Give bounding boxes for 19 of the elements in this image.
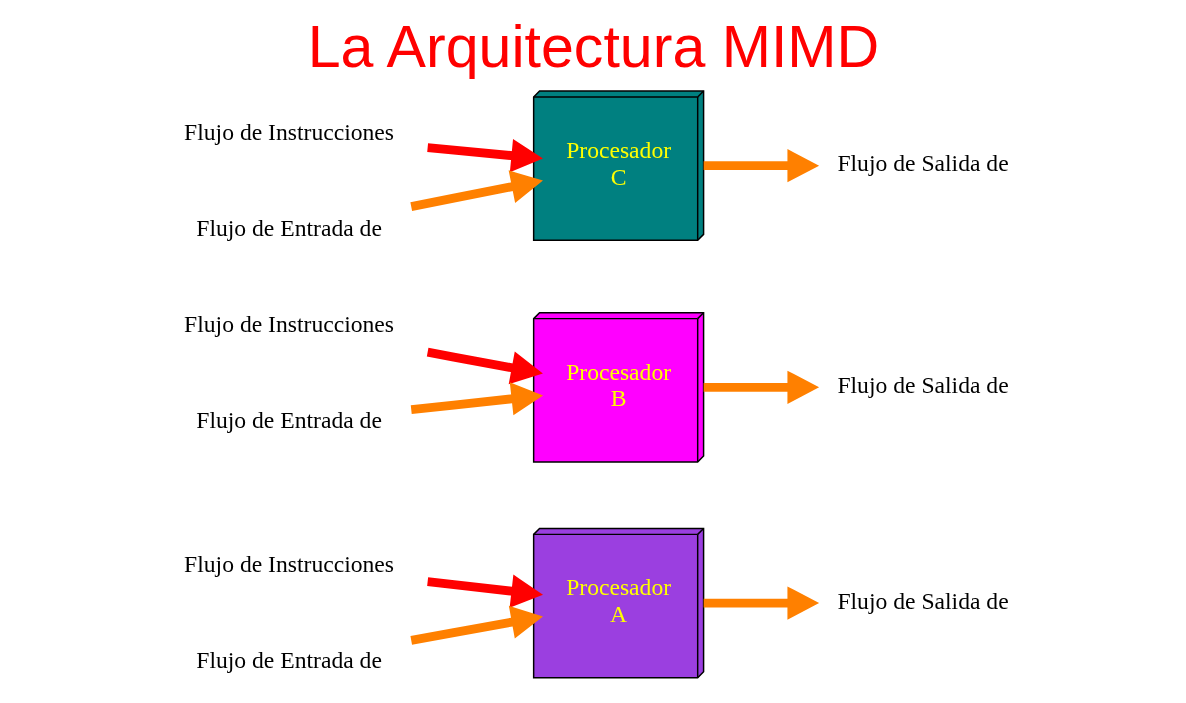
arrow [409,170,543,211]
node-text: Flujo de Entrada de [195,215,382,242]
node-text: Flujo de Entrada de [195,407,382,434]
arrow [426,139,543,173]
node-text: Flujo de Salida de [836,371,1009,398]
arrow [409,605,543,645]
arrow [426,574,543,608]
arrow [703,586,819,620]
node-text: Flujo de Instrucciones [183,550,394,577]
arrow [703,149,819,183]
arrow [703,370,819,404]
arrow [426,347,543,385]
node-text: Flujo de Salida de [836,150,1009,177]
node-text: Flujo de Salida de [836,587,1009,614]
node-text: Flujo de Entrada de [195,646,382,673]
node-text: Flujo de Instrucciones [183,119,394,146]
arrow [410,382,543,416]
node-text: Flujo de Instrucciones [183,311,394,338]
diagram-title: La Arquitectura MIMD [307,13,879,81]
